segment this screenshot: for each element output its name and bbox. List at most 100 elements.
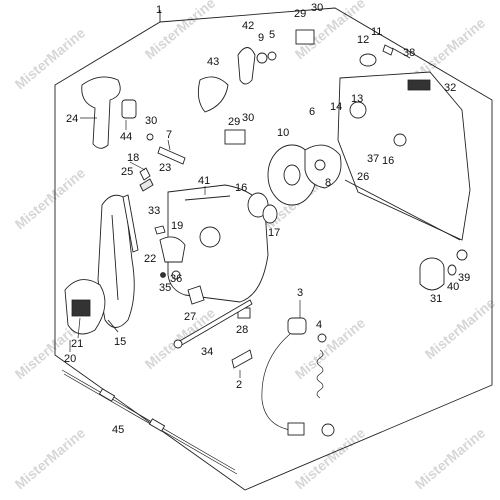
top-bracket-assembly — [197, 29, 315, 145]
callout-17: 17 — [268, 227, 280, 239]
callout-36: 36 — [170, 273, 182, 285]
callout-26: 26 — [357, 171, 369, 183]
spring-clip-assembly — [129, 161, 154, 192]
callout-41: 41 — [198, 175, 210, 187]
callout-20: 20 — [64, 353, 76, 365]
callout-31: 31 — [430, 293, 442, 305]
callout-15: 15 — [114, 336, 126, 348]
callout-39: 39 — [458, 272, 470, 284]
callout-30a: 30 — [311, 2, 323, 14]
washer-17 — [262, 204, 278, 224]
bracket-43 — [197, 76, 229, 113]
callout-10: 10 — [277, 127, 289, 139]
cable-45 — [61, 369, 236, 471]
callout-28: 28 — [236, 324, 248, 336]
watermark-text: MisterMarine — [12, 24, 89, 92]
block-29a — [295, 29, 315, 45]
assembly-frame — [54, 7, 493, 491]
watermark-text: MisterMarine — [142, 304, 219, 372]
ring-36 — [171, 270, 181, 280]
nut-12 — [359, 53, 377, 67]
callout-16b: 16 — [382, 155, 394, 167]
pin-7 — [157, 146, 186, 165]
callout-8: 8 — [325, 177, 331, 189]
callout-14: 14 — [330, 101, 342, 113]
washer-39 — [456, 249, 468, 261]
rear-housing-hole — [393, 133, 407, 147]
callout-32: 32 — [444, 82, 456, 94]
bracket-42 — [237, 47, 256, 85]
callout-37: 37 — [367, 153, 379, 165]
lanyard-clip — [317, 333, 327, 343]
hub-label-21 — [71, 299, 91, 317]
gear-assembly — [154, 225, 186, 280]
gear-19 — [159, 236, 186, 263]
washer-40 — [447, 264, 457, 276]
lever-detail — [107, 319, 119, 333]
callout-19: 19 — [171, 220, 183, 232]
top-fasteners — [359, 44, 411, 67]
washer-30 — [146, 133, 154, 141]
cam-assembly — [304, 144, 342, 189]
lanyard-key — [321, 423, 335, 437]
screw-38 — [391, 47, 411, 59]
frame-outline — [54, 7, 493, 491]
callout-30c: 30 — [145, 115, 157, 127]
callout-1: 1 — [156, 4, 162, 16]
main-housing — [167, 184, 269, 303]
callout-44: 44 — [120, 131, 132, 143]
lanyard-coil — [316, 349, 324, 399]
cylinder-31-body — [419, 268, 445, 291]
washer-9 — [256, 52, 268, 64]
callout-5: 5 — [269, 29, 275, 41]
lever-rod — [122, 194, 139, 253]
callout-34: 34 — [201, 346, 213, 358]
callout-38: 38 — [403, 47, 415, 59]
bolt-34-head — [173, 339, 183, 349]
housing-port — [199, 226, 221, 248]
pin-35 — [160, 272, 166, 278]
callout-12: 12 — [357, 34, 369, 46]
cap-shape — [121, 99, 137, 119]
disc-10-hub — [283, 164, 301, 186]
callout-11: 11 — [371, 26, 382, 38]
leader-7 — [167, 139, 171, 151]
rear-housing-boss — [349, 101, 367, 119]
callout-13: 13 — [351, 93, 363, 105]
clip-25 — [139, 178, 154, 192]
callout-7: 7 — [166, 129, 172, 141]
lanyard — [316, 333, 335, 437]
callout-24: 24 — [66, 113, 78, 125]
watermark-text: MisterMarine — [412, 424, 489, 492]
callout-9: 9 — [258, 32, 264, 44]
switch-harness — [261, 300, 307, 436]
callout-4: 4 — [316, 319, 322, 331]
callout-labels: 1 2 3 4 5 6 7 8 9 10 11 12 13 14 15 16 1… — [64, 2, 470, 436]
clip-11 — [382, 44, 394, 56]
watermark-text: MisterMarine — [142, 0, 219, 62]
block-29b — [224, 129, 246, 145]
harness-connector — [287, 422, 305, 436]
callout-45: 45 — [112, 424, 124, 436]
callout-40: 40 — [447, 281, 459, 293]
callout-22: 22 — [144, 253, 156, 265]
watermark-text: MisterMarine — [12, 164, 89, 232]
callout-2: 2 — [236, 379, 242, 391]
callout-30b: 30 — [242, 112, 254, 124]
leader-18 — [129, 161, 146, 171]
callout-42: 42 — [242, 20, 254, 32]
plate — [231, 349, 253, 378]
friction-discs — [247, 144, 317, 224]
callout-27: 27 — [184, 311, 196, 323]
callout-43: 43 — [207, 56, 219, 68]
plate-2 — [231, 349, 253, 369]
lever-slot — [111, 214, 119, 301]
cap — [121, 99, 137, 130]
long-bolt — [173, 299, 253, 349]
washer-5 — [267, 51, 277, 61]
callout-16a: 16 — [235, 182, 247, 194]
callout-23: 23 — [159, 162, 171, 174]
throttle-cable — [61, 369, 238, 475]
